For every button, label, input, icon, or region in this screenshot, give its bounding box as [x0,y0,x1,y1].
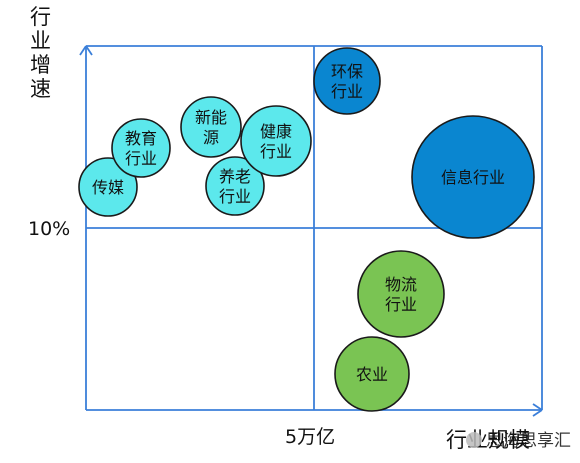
bubble-2-label: 新能源 [195,108,227,147]
bubble-2 [180,96,242,158]
bubble-1-label: 教育行业 [125,129,157,168]
bubble-5-label: 环保行业 [331,62,363,101]
x-arrow-bottom [532,409,543,417]
bubble-1 [111,118,171,178]
bubble-0 [78,157,138,217]
bubble-4 [240,105,312,177]
bubble-3 [205,156,265,216]
watermark: 思海思享汇 [466,431,571,451]
x-axis-title: 行业规模 [446,428,530,452]
y-arrow-left [79,45,87,56]
x-threshold-label: 5万亿 [285,426,335,448]
bubble-0-label: 传媒 [92,178,124,197]
bubble-4-label: 健康行业 [260,122,292,161]
bubble-8 [334,336,410,412]
bubble-3-label: 养老行业 [219,167,251,206]
bubble-5 [313,47,381,115]
bubble-8-label: 农业 [356,365,388,384]
watermark-icon [466,432,482,448]
watermark-text: 思海思享汇 [486,431,571,451]
bubble-7-label: 物流行业 [385,275,417,314]
bubble-7 [357,250,445,338]
bubble-6-label: 信息行业 [441,168,505,187]
x-arrow-top [532,403,543,411]
axes-group [79,45,543,417]
bubble-6 [411,115,535,239]
y-threshold-label: 10% [28,218,70,240]
y-arrow-right [85,45,93,56]
y-axis-title: 行业增速 [30,5,51,101]
